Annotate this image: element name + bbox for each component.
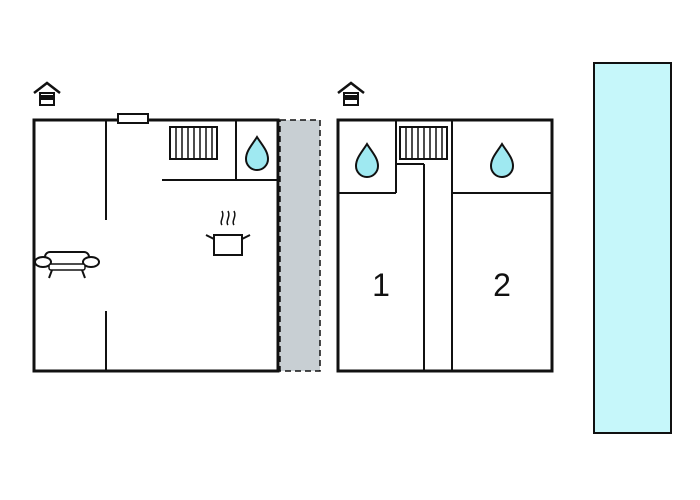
room-label-bedroom-1: 1 xyxy=(372,267,390,303)
sofa-icon xyxy=(34,251,100,279)
swimming-pool xyxy=(593,62,672,434)
cooking-pot-icon xyxy=(205,210,251,256)
radiator-icon xyxy=(399,126,448,160)
upper-floor: 1 2 xyxy=(336,81,554,373)
radiator-icon xyxy=(169,126,218,160)
window xyxy=(117,113,149,124)
room-label-bedroom-2: 2 xyxy=(493,267,511,303)
house-entrance-icon xyxy=(336,81,366,107)
terrace xyxy=(279,119,321,372)
house-entrance-icon xyxy=(32,81,62,107)
ground-floor xyxy=(32,81,280,373)
